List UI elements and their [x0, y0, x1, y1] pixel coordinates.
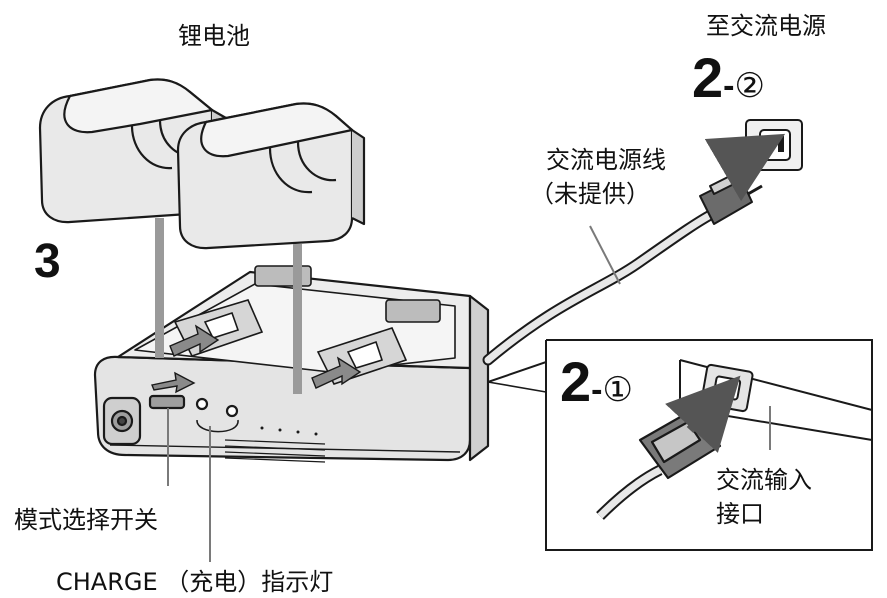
- step-3: 3: [34, 235, 61, 288]
- charge-indicator-label: CHARGE （充电）指示灯: [56, 568, 334, 596]
- battery-right: [176, 102, 366, 250]
- ac-plug: [699, 170, 763, 225]
- label-leaders: [167, 408, 211, 562]
- step-2-2: 2-②: [692, 48, 765, 116]
- battery-label: 锂电池: [178, 22, 250, 50]
- guide-bars: [155, 218, 302, 394]
- ac-cord-label-line1: 交流电源线: [546, 146, 666, 174]
- mode-switch-label: 模式选择开关: [14, 506, 158, 534]
- wall-outlet: [745, 119, 803, 171]
- step-2-number: 2: [692, 46, 724, 109]
- ac-power-label: 至交流电源: [706, 12, 826, 40]
- step-2-1-circle: ①: [602, 370, 633, 410]
- ac-cord-label-line2: （未提供）: [530, 180, 650, 208]
- ac-power-cord: [482, 206, 722, 366]
- connector-arrow: [665, 375, 741, 453]
- insert-arrows: [151, 324, 362, 394]
- plug-arrow: [704, 133, 786, 202]
- ac-input-label-line1: 交流输入: [716, 466, 812, 494]
- step-2-2-separator: -: [723, 67, 735, 105]
- step-2-1: 2-①: [560, 352, 633, 420]
- step-2-1-separator: -: [591, 371, 603, 409]
- ac-input-label-line2: 接口: [716, 500, 764, 528]
- step-2-2-circle: ②: [734, 66, 765, 106]
- step-2-1-number: 2: [560, 350, 592, 413]
- cord-leader-line: [589, 225, 621, 285]
